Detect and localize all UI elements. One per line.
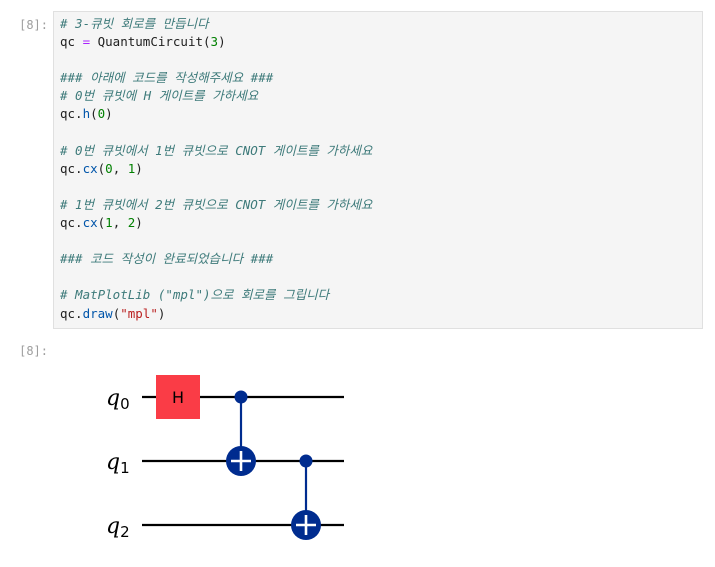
code-token: ) [157,305,166,321]
code-line [60,232,372,250]
code-line: # 0번 큐빗에서 1번 큐빗으로 CNOT 게이트를 가하세요 [60,142,372,160]
code-token: ( [97,215,106,231]
code-line: qc.draw("mpl") [60,305,372,323]
code-token: , [112,160,128,176]
code-token: 1 [127,160,136,176]
code-token: h [82,106,91,122]
code-token: # 3-큐빗 회로를 만듭니다 [60,16,209,31]
code-token: # 1번 큐빗에서 2번 큐빗으로 CNOT 게이트를 가하세요 [60,196,373,212]
code-token: cx [82,215,98,231]
qubit-label: q1 [106,450,130,477]
code-token: ) [135,160,143,176]
code-line: qc.cx(1, 2) [60,214,372,232]
code-line: qc = QuantumCircuit(3) [60,33,372,51]
code-line: # 0번 큐빗에 H 게이트를 가하세요 [60,87,372,105]
code-token: ) [218,34,226,50]
code-token: 0 [97,106,106,122]
code-token: ( [97,160,106,176]
qubit-label: q2 [106,514,130,541]
code-token: ) [135,215,143,231]
input-prompt: [8]: [19,18,48,32]
code-line: qc.cx(0, 1) [60,160,372,178]
code-token: # 0번 큐빗에 H 게이트를 가하세요 [60,88,259,104]
code-line: ### 아래에 코드를 작성해주세요 ### [60,69,372,87]
code-token: = [82,34,91,50]
code-token: cx [82,160,98,176]
code-token: draw [82,305,113,321]
output-prompt: [8]: [19,344,48,358]
code-token: 1 [105,215,113,231]
code-token: QuantumCircuit( [90,34,211,50]
code-token: qc [60,34,83,50]
code-token: 3 [210,34,219,50]
code-token: ) [105,106,113,122]
code-line [60,124,372,142]
code-line [60,178,372,196]
code-token: ### 아래에 코드를 작성해주세요 ### [60,70,274,86]
code-line: # MatPlotLib ("mpl")으로 회로를 그립니다 [60,286,372,304]
code-token: ### 코드 작성이 완료되었습니다 ### [60,251,274,267]
code-token: qc. [60,305,83,321]
code-line: ### 코드 작성이 완료되었습니다 ### [60,250,372,268]
code-cell-input[interactable]: # 3-큐빗 회로를 만듭니다 qc = QuantumCircuit(3) ##… [53,11,703,329]
code-token: "mpl" [120,305,158,321]
code-token: ( [112,305,121,321]
code-line [60,268,372,286]
code-token: # 0번 큐빗에서 1번 큐빗으로 CNOT 게이트를 가하세요 [60,142,373,158]
code-token: qc. [60,215,83,231]
code-line: qc.h(0) [60,105,372,123]
cx-control-dot [299,454,313,468]
circuit-diagram: q0 q1 q2 H [106,375,344,541]
code-editor[interactable]: # 3-큐빗 회로를 만듭니다 qc = QuantumCircuit(3) ##… [60,15,372,323]
code-line: # 1번 큐빗에서 2번 큐빗으로 CNOT 게이트를 가하세요 [60,196,372,214]
code-line [60,51,372,69]
h-gate [156,375,200,419]
code-token: 2 [127,215,136,231]
cx-control-dot [234,390,248,404]
code-token: # MatPlotLib ("mpl")으로 회로를 그립니다 [60,287,330,303]
code-token: ( [90,106,98,122]
code-token: 0 [105,160,113,176]
code-token: , [112,215,128,231]
code-token: qc. [60,106,83,122]
qubit-label: q0 [106,386,130,413]
code-line: # 3-큐빗 회로를 만듭니다 [60,15,372,33]
code-token: qc. [60,160,83,176]
h-gate-label: H [172,388,184,407]
